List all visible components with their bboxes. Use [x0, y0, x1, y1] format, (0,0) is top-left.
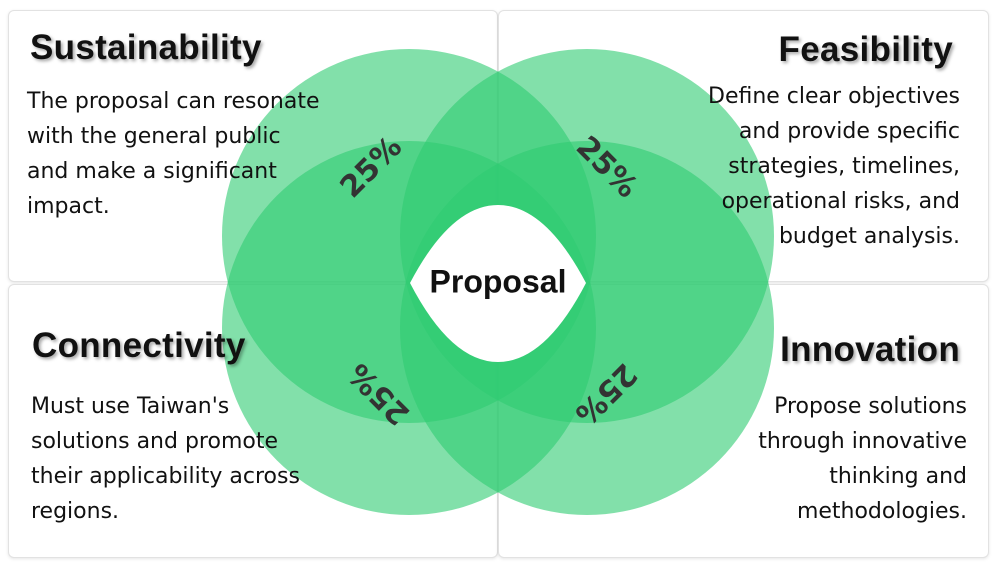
sustainability-description: The proposal can resonate with the gener…: [27, 84, 320, 224]
connectivity-line: regions.: [31, 499, 120, 524]
feasibility-line: budget analysis.: [778, 224, 960, 249]
feasibility-line: operational risks, and: [721, 189, 960, 214]
connectivity-description: Must use Taiwan's solutions and promote …: [31, 389, 300, 529]
innovation-line: Propose solutions: [774, 394, 967, 419]
innovation-line: methodologies.: [796, 499, 967, 524]
sustainability-line: impact.: [27, 194, 110, 219]
innovation-line: through innovative: [758, 429, 967, 454]
feasibility-line: and provide specific: [738, 119, 960, 144]
feasibility-line: strategies, timelines,: [728, 154, 960, 179]
connectivity-line: their applicability across: [31, 464, 300, 489]
sustainability-line: The proposal can resonate: [27, 89, 320, 114]
innovation-line: thinking and: [829, 464, 967, 489]
sustainability-line: with the general public: [27, 124, 281, 149]
sustainability-line: and make a significant: [27, 159, 277, 184]
feasibility-heading: Feasibility: [778, 30, 953, 69]
connectivity-heading: Connectivity: [32, 326, 246, 365]
connectivity-line: Must use Taiwan's: [31, 394, 230, 419]
innovation-heading: Innovation: [780, 330, 960, 369]
feasibility-description: Define clear objectives and provide spec…: [708, 79, 960, 254]
feasibility-line: Define clear objectives: [708, 84, 960, 109]
innovation-description: Propose solutions through innovative thi…: [758, 389, 967, 529]
sustainability-heading: Sustainability: [30, 28, 262, 67]
connectivity-line: solutions and promote: [31, 429, 278, 454]
